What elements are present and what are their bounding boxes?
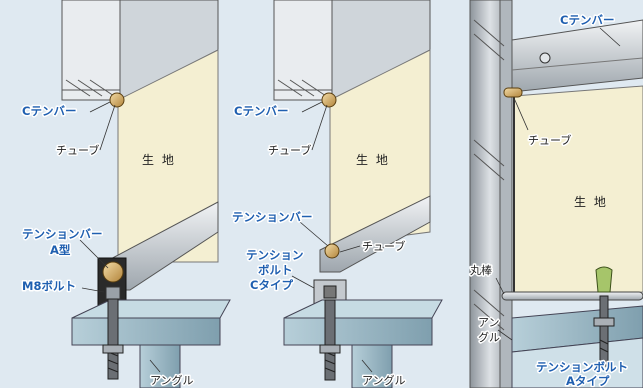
label-c-tension-bar-a: Cテンバー xyxy=(22,104,76,118)
bolt-b xyxy=(319,299,341,381)
label-tension-bolt-line2-c: Aタイプ xyxy=(566,374,610,388)
tube-top-b xyxy=(321,92,337,108)
box-housing-b xyxy=(273,0,431,101)
cloth-c xyxy=(513,85,643,301)
label-tension-bolt-line2-b: ボルト xyxy=(258,263,293,277)
leaders-c xyxy=(495,27,621,341)
panel-a: Cテンバー チューブ 生 地 テンションバー A型 M8ボルト アングル xyxy=(21,0,231,388)
label-cloth-c: 生 地 xyxy=(574,195,608,209)
label-tube-c: チューブ xyxy=(528,133,571,147)
wall-post-c xyxy=(469,0,513,388)
label-angle-line1-c: アン xyxy=(478,316,500,329)
label-tube-top-b: チューブ xyxy=(268,143,311,157)
tube-top-a xyxy=(109,92,125,108)
label-tube-bottom-b: チューブ xyxy=(362,239,405,253)
bolt-c xyxy=(593,295,615,367)
label-tension-bar-line1-a: テンションバー xyxy=(22,227,103,241)
label-cloth-b: 生 地 xyxy=(356,153,390,167)
label-round-bar-c: 丸棒 xyxy=(470,263,492,277)
label-angle-b: アングル xyxy=(362,373,406,387)
label-tension-bolt-line3-b: Cタイプ xyxy=(250,278,293,292)
tension-bar-b xyxy=(313,195,431,305)
label-c-tension-bar-c: Cテンバー xyxy=(560,13,614,27)
label-cloth-a: 生 地 xyxy=(142,153,176,167)
tube-c xyxy=(503,87,523,98)
bolt-a xyxy=(102,298,124,380)
cloth-b xyxy=(329,49,431,246)
label-angle-line2-c: グル xyxy=(478,330,500,344)
panel-c: Cテンバー チューブ 生 地 丸棒 アン グル テンションボルト Aタイプ xyxy=(469,0,643,388)
panel-b: Cテンバー チューブ 生 地 テンションバー チューブ テンション ボルト Cタ… xyxy=(231,0,443,388)
leaders-a xyxy=(79,101,161,373)
box-housing-a xyxy=(61,0,219,101)
leaders-b xyxy=(291,101,373,373)
label-tube-a: チューブ xyxy=(56,143,99,157)
label-tension-bolt-line1-c: テンションボルト xyxy=(536,360,628,374)
cloth-a xyxy=(117,49,219,263)
label-tension-bar-line2-a: A型 xyxy=(50,243,71,257)
label-c-tension-bar-b: Cテンバー xyxy=(234,104,288,118)
tension-bar-a xyxy=(97,201,219,307)
label-angle-a: アングル xyxy=(150,373,194,387)
angle-b xyxy=(283,299,443,388)
c-bar-c xyxy=(511,19,643,93)
label-tension-bar-b: テンションバー xyxy=(232,210,313,224)
label-tension-bolt-line1-b: テンション xyxy=(246,248,304,262)
label-bolt-a: M8ボルト xyxy=(22,279,76,293)
